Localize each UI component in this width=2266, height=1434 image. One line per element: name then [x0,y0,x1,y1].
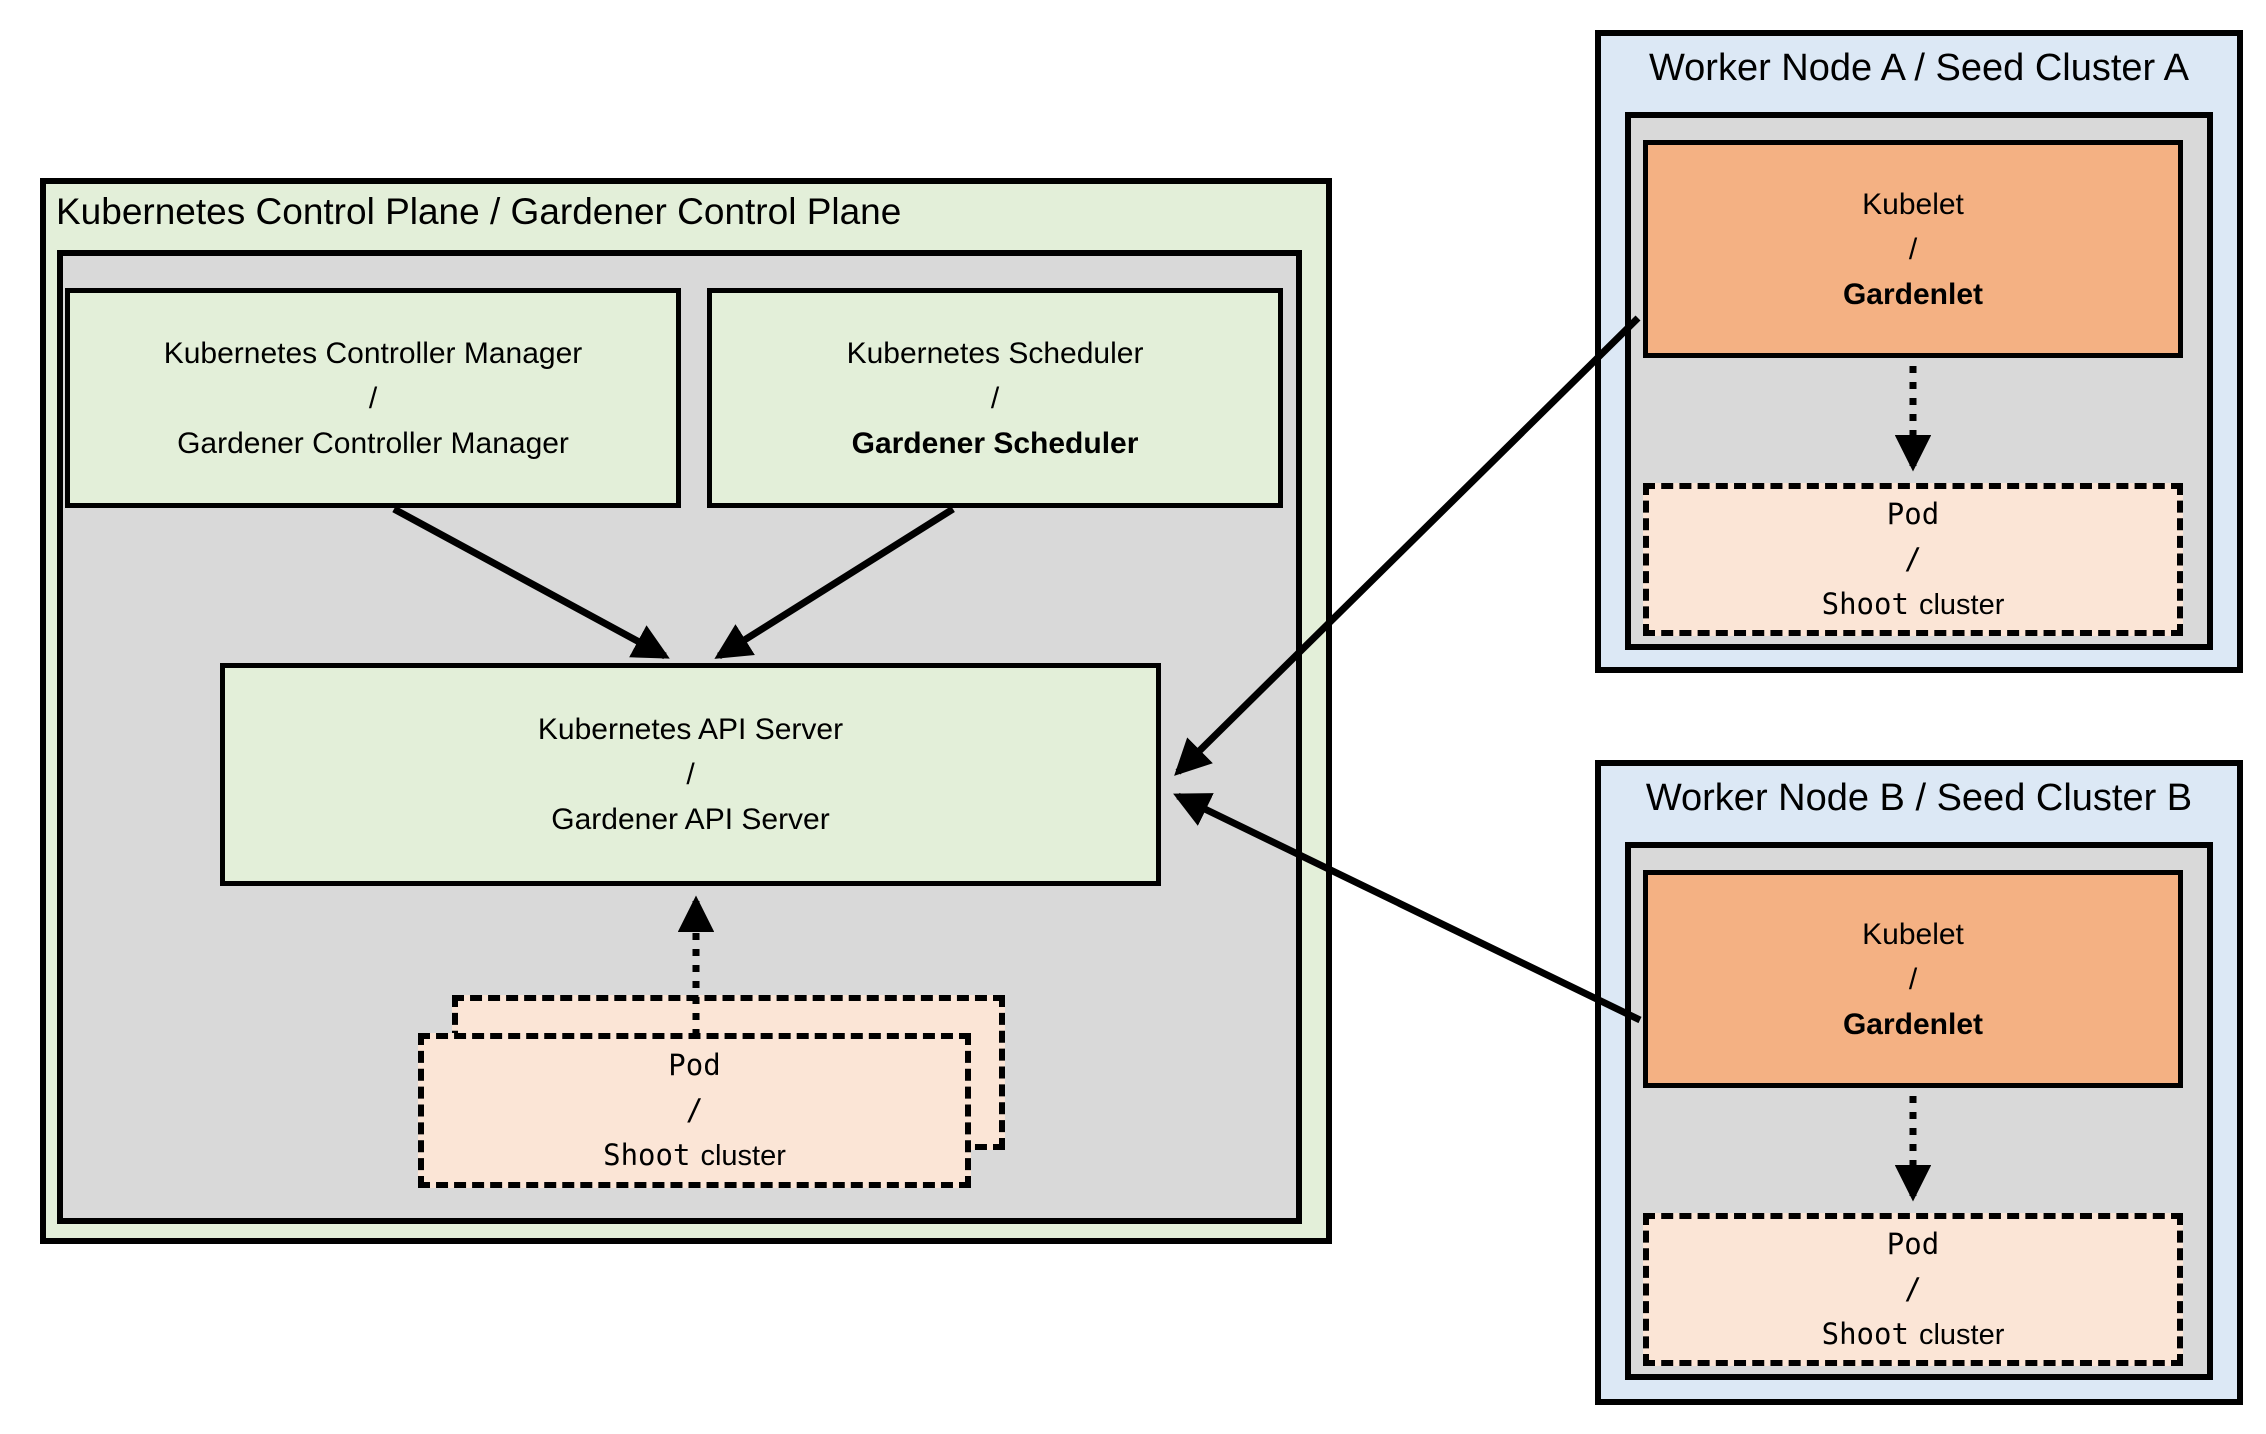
cp-pod-line2-cluster: cluster [700,1139,786,1172]
worker-a-pod-label: Pod / Shoot cluster [1649,489,2177,630]
worker-b-pod-line2-shoot: Shoot [1821,1316,1909,1351]
cp-pod-label: Pod / Shoot cluster [424,1039,965,1182]
worker-b-kubelet-line2: Gardenlet [1842,1007,1984,1041]
worker-node-b-title: Worker Node B / Seed Cluster B [1645,777,2193,819]
scheduler-line2: Gardener Scheduler [851,426,1139,460]
api-server-line2: Gardener API Server [551,803,830,836]
scheduler-label: Kubernetes Scheduler / Gardener Schedule… [712,293,1278,503]
worker-a-pod-line1: Pod [1886,496,1940,531]
worker-b-pod-box: Pod / Shoot cluster [1643,1213,2183,1366]
controller-manager-box: Kubernetes Controller Manager / Gardener… [65,288,681,508]
worker-a-pod-line2: Shoot cluster [1822,582,2005,628]
control-plane-title: Kubernetes Control Plane / Gardener Cont… [56,191,902,232]
worker-a-kubelet-label: Kubelet / Gardenlet [1648,145,2178,353]
worker-b-pod-line1: Pod [1886,1226,1940,1261]
worker-a-kubelet-box: Kubelet / Gardenlet [1643,140,2183,358]
worker-a-pod-line2-cluster: cluster [1918,588,2005,621]
worker-a-pod-separator: / [1904,541,1922,576]
worker-a-kubelet-line1: Kubelet [1862,187,1964,221]
worker-b-pod-line2: Shoot cluster [1822,1312,2005,1358]
worker-b-pod-line2-cluster: cluster [1918,1318,2005,1351]
scheduler-separator: / [990,381,1000,415]
worker-b-kubelet-label: Kubelet / Gardenlet [1648,875,2178,1083]
worker-a-pod-line2-shoot: Shoot [1821,586,1909,621]
controller-manager-label: Kubernetes Controller Manager / Gardener… [70,293,676,503]
api-server-label: Kubernetes API Server / Gardener API Ser… [225,668,1156,881]
api-server-separator: / [686,758,695,791]
cp-pod-line2: Shoot cluster [603,1133,786,1179]
controller-manager-line1: Kubernetes Controller Manager [163,336,583,370]
worker-node-a-title: Worker Node A / Seed Cluster A [1648,47,2189,89]
scheduler-box: Kubernetes Scheduler / Gardener Schedule… [707,288,1283,508]
cp-pod-box-front: Pod / Shoot cluster [418,1033,971,1188]
cp-pod-line2-shoot: Shoot [603,1137,691,1172]
worker-a-kubelet-separator: / [1908,232,1918,266]
worker-b-pod-label: Pod / Shoot cluster [1649,1219,2177,1360]
scheduler-line1: Kubernetes Scheduler [846,336,1144,370]
controller-manager-separator: / [368,381,378,415]
controller-manager-line2: Gardener Controller Manager [177,426,569,460]
worker-b-pod-separator: / [1904,1271,1922,1306]
worker-b-kubelet-separator: / [1908,962,1918,996]
worker-a-pod-box: Pod / Shoot cluster [1643,483,2183,636]
cp-pod-line1: Pod [668,1047,721,1082]
cp-pod-separator: / [685,1092,704,1127]
worker-b-kubelet-line1: Kubelet [1862,917,1964,951]
worker-a-kubelet-line2: Gardenlet [1842,277,1984,311]
worker-b-kubelet-box: Kubelet / Gardenlet [1643,870,2183,1088]
api-server-box: Kubernetes API Server / Gardener API Ser… [220,663,1161,886]
api-server-line1: Kubernetes API Server [537,713,844,746]
